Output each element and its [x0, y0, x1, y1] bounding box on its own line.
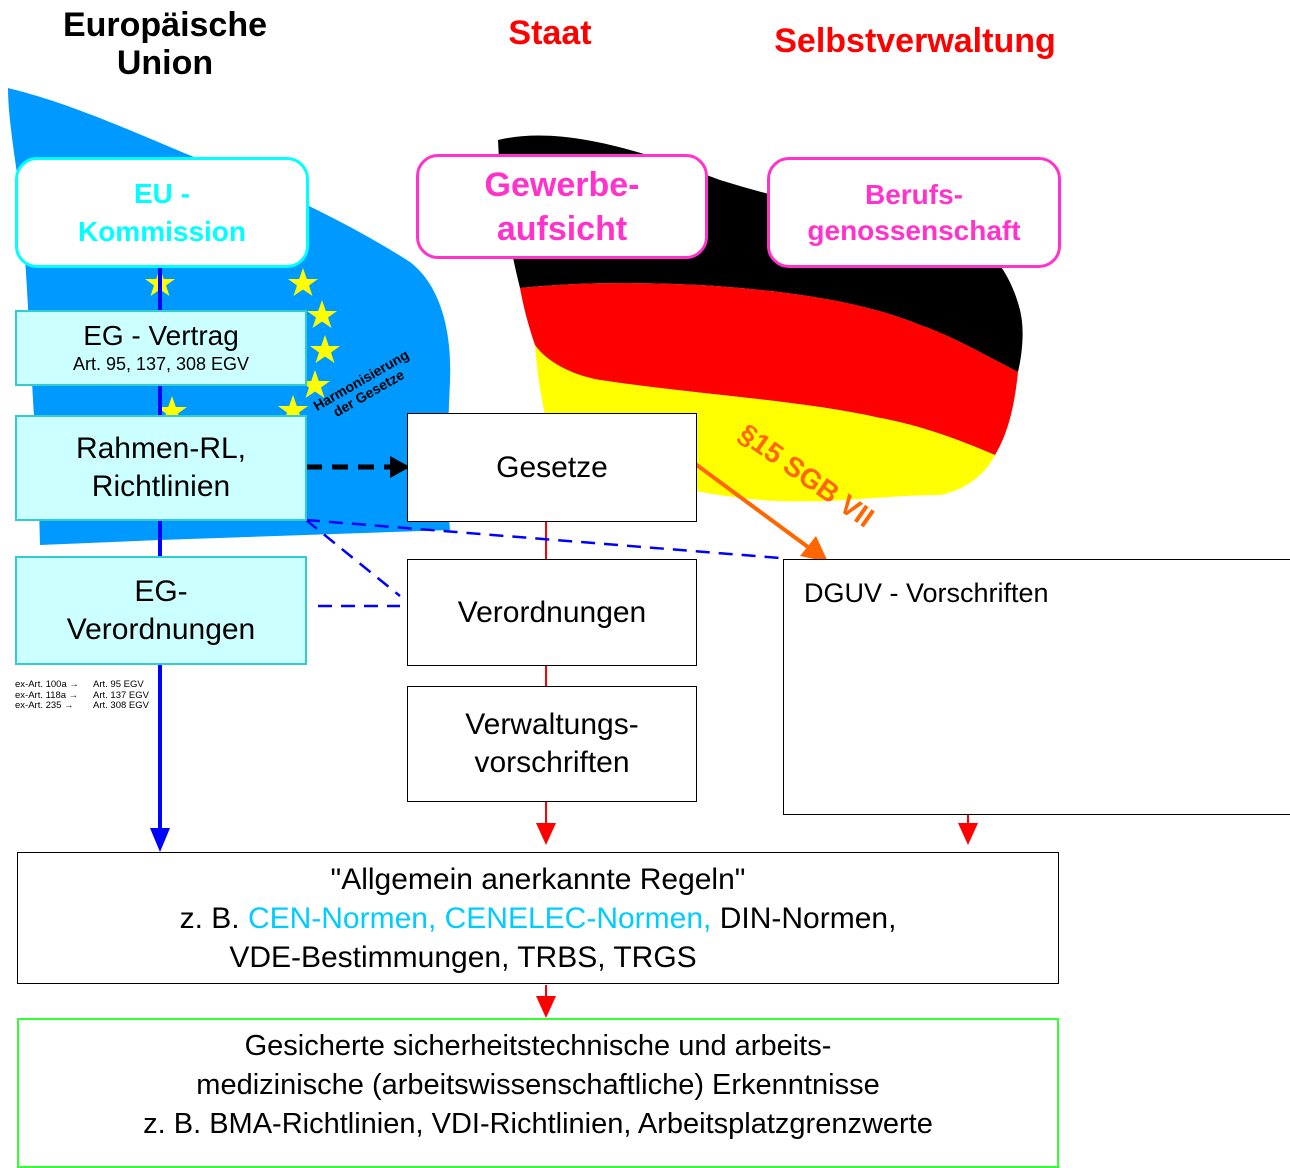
footnote-from: ex-Art. 118a → [15, 689, 79, 701]
state-arrowhead [536, 823, 556, 845]
box-verordnungen: Verordnungen [407, 559, 697, 666]
box-eu-kommission: EU - Kommission [15, 157, 309, 268]
header-selbstverwaltung: Selbstverwaltung [774, 22, 1056, 60]
rahmen-line2: Richtlinien [91, 470, 231, 503]
sgb-arrowhead [800, 536, 828, 562]
footnote-to: Art. 308 EGV [93, 700, 149, 711]
eg-vertrag-sub: Art. 95, 137, 308 EGV [72, 354, 250, 374]
footnote-row: ex-Art. 235 → Art. 308 EGV [15, 700, 149, 712]
regeln-title: "Allgemein anerkannte Regeln" [330, 862, 746, 896]
verwaltung-line2: vorschriften [474, 746, 630, 779]
box-eg-verordnungen: EG- Verordnungen [15, 556, 307, 665]
footnote-row: ex-Art. 100a → Art. 95 EGV [15, 679, 149, 691]
erkenntnisse-line1: Gesicherte sicherheitstechnische und arb… [244, 1030, 832, 1062]
header-eu-line1: Europäische [62, 6, 268, 44]
eu-arrowhead [150, 828, 170, 852]
box-eg-vertrag: EG - Vertrag Art. 95, 137, 308 EGV [15, 310, 307, 386]
dguv-arrowhead [958, 823, 978, 845]
eu-kommission-line2: Kommission [77, 215, 247, 247]
box-verwaltungsvorschriften: Verwaltungs- vorschriften [407, 686, 697, 802]
footnote-articles: ex-Art. 100a → Art. 95 EGV ex-Art. 118a →… [15, 679, 149, 712]
eg-verordnungen-line2: Verordnungen [66, 612, 256, 646]
box-rahmen-richtlinien: Rahmen-RL, Richtlinien [15, 415, 307, 521]
blue-dashed-lines [305, 518, 781, 608]
footnote-row: ex-Art. 118a → Art. 137 EGV [15, 689, 149, 702]
eu-kommission-line1: EU - [134, 177, 190, 209]
box-dguv-vorschriften: DGUV - Vorschriften [783, 559, 1290, 815]
erkenntnisse-line2: medizinische (arbeitswissenschaftliche) … [196, 1069, 880, 1101]
eg-verordnungen-line1: EG- [134, 574, 188, 608]
regeln-prefix: z. B. [179, 901, 240, 935]
verwaltung-line1: Verwaltungs- [465, 708, 639, 741]
box-gewerbeaufsicht: Gewerbe- aufsicht [416, 154, 708, 259]
footnote-to: Art. 137 EGV [93, 689, 149, 701]
sgb-arrow-line [688, 458, 814, 552]
header-staat: Staat [508, 14, 592, 52]
gewerbeaufsicht-line2: aufsicht [496, 209, 628, 248]
eg-vertrag-title: EG - Vertrag [83, 320, 239, 351]
regeln-line3: VDE-Bestimmungen, TRBS, TRGS [229, 940, 697, 974]
regeln-arrowhead [536, 996, 556, 1018]
berufsgenossenschaft-line2: genossenschaft [807, 214, 1021, 246]
regeln-line2: z. B. CEN-Normen, CENELEC-Normen, DIN-No… [180, 899, 897, 938]
berufsgenossenschaft-line1: Berufs- [864, 178, 963, 210]
erkenntnisse-line3: z. B. BMA-Richtlinien, VDI-Richtlinien, … [143, 1108, 933, 1140]
regeln-suffix: DIN-Normen, [719, 901, 897, 935]
box-allgemein-anerkannte-regeln: "Allgemein anerkannte Regeln" z. B. CEN-… [17, 852, 1059, 984]
footnote-from: ex-Art. 100a → [15, 679, 79, 690]
rahmen-line1: Rahmen-RL, [75, 432, 247, 465]
gewerbeaufsicht-line1: Gewerbe- [484, 165, 640, 204]
header-eu: Europäische Union [40, 6, 290, 82]
regeln-cyan: CEN-Normen, CENELEC-Normen, [247, 901, 712, 935]
header-eu-line2: Union [116, 44, 214, 82]
harm-arrowhead [390, 456, 410, 478]
footnote-from: ex-Art. 235 → [15, 700, 74, 711]
box-gesicherte-erkenntnisse: Gesicherte sicherheitstechnische und arb… [17, 1018, 1059, 1168]
dguv-label: DGUV - Vorschriften [804, 578, 1049, 608]
box-berufsgenossenschaft: Berufs- genossenschaft [767, 157, 1061, 268]
de-flag-red [520, 283, 1018, 455]
footnote-to: Art. 95 EGV [93, 679, 144, 690]
box-gesetze: Gesetze [407, 413, 697, 522]
